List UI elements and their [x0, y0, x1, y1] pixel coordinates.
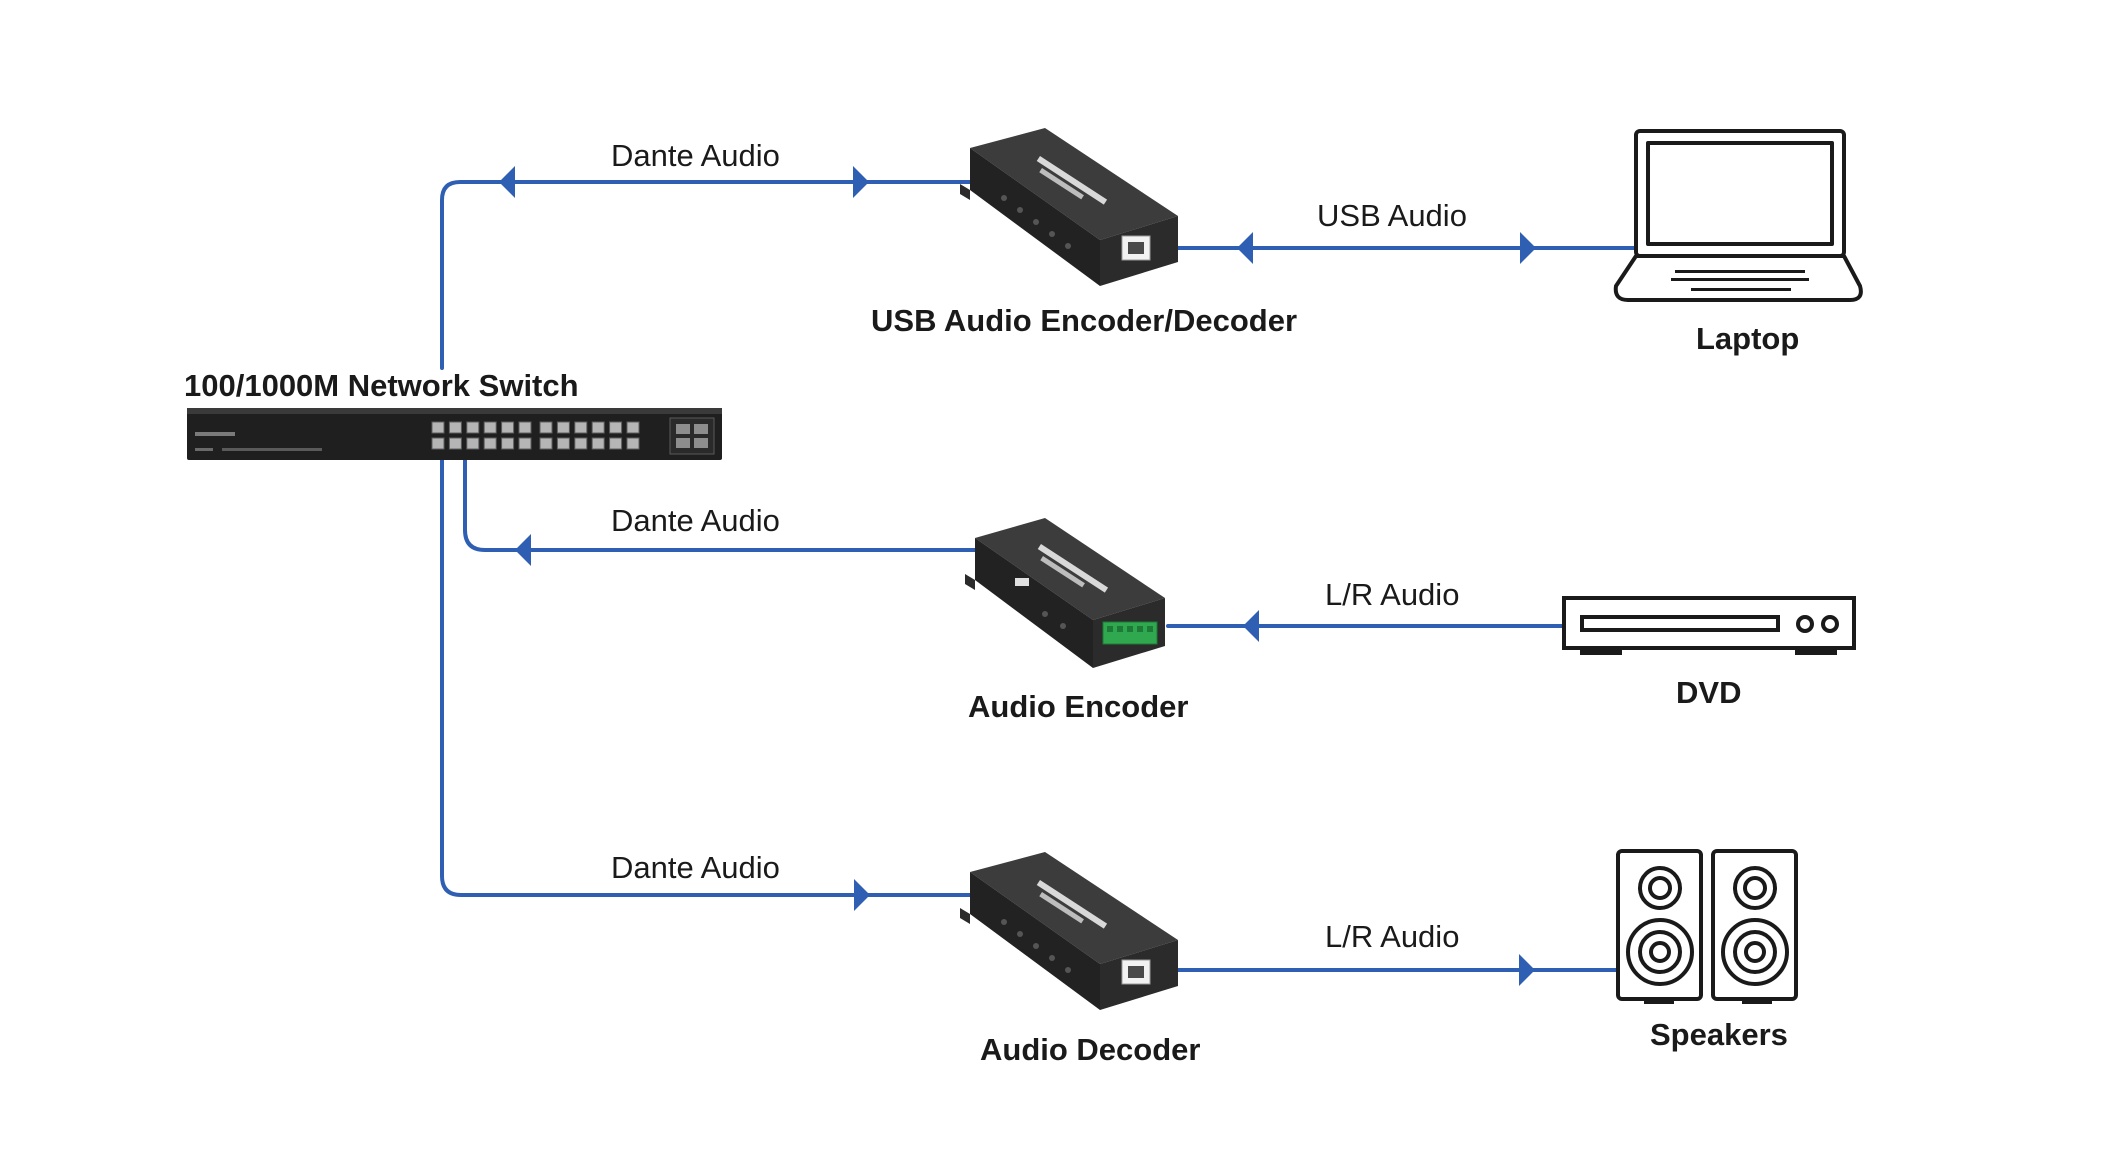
laptop-icon — [1613, 129, 1863, 302]
link-label-decoder-to-speakers: L/R Audio — [1325, 919, 1459, 954]
arrow-left-to-switch-middle — [515, 534, 531, 566]
switch-port — [483, 437, 497, 450]
switch-port — [574, 421, 588, 434]
laptop-label: Laptop — [1696, 321, 1799, 356]
arrow-right-to-speakers — [1519, 954, 1535, 986]
switch-port — [539, 437, 553, 450]
switch-port — [431, 421, 445, 434]
switch-port — [591, 437, 605, 450]
encoder-device-icon — [965, 518, 1165, 668]
encoder-label: Audio Encoder — [968, 689, 1188, 724]
switch-port — [466, 421, 480, 434]
wire-switch-to-usb-codec — [440, 180, 982, 370]
link-label-switch-to-decoder: Dante Audio — [611, 850, 780, 885]
arrow-right-to-usb-codec — [853, 166, 869, 198]
switch-port — [556, 421, 570, 434]
arrow-left-to-usb-codec — [1237, 232, 1253, 264]
switch-port — [501, 437, 515, 450]
switch-port — [591, 421, 605, 434]
switch-ports — [431, 421, 640, 450]
wire-switch-to-encoder — [463, 458, 982, 552]
switch-port — [501, 421, 515, 434]
switch-label: 100/1000M Network Switch — [184, 368, 579, 403]
switch-port — [448, 421, 462, 434]
arrowheads — [499, 166, 1536, 986]
dvd-label: DVD — [1676, 675, 1741, 710]
switch-port — [431, 437, 445, 450]
decoder-label: Audio Decoder — [980, 1032, 1200, 1067]
switch-port — [574, 437, 588, 450]
network-switch-icon — [187, 408, 722, 460]
arrow-left-to-switch-top — [499, 166, 515, 198]
switch-port — [539, 421, 553, 434]
speakers-label: Speakers — [1650, 1017, 1788, 1052]
dvd-player-icon — [1562, 596, 1856, 655]
link-label-switch-to-encoder: Dante Audio — [611, 503, 780, 538]
switch-port — [626, 437, 640, 450]
switch-port — [556, 437, 570, 450]
switch-port — [466, 437, 480, 450]
switch-port — [448, 437, 462, 450]
speakers-icon — [1616, 849, 1798, 1004]
switch-port — [483, 421, 497, 434]
usb-codec-device-icon — [960, 128, 1178, 286]
arrow-right-to-laptop — [1520, 232, 1536, 264]
switch-port — [626, 421, 640, 434]
usb-codec-label: USB Audio Encoder/Decoder — [871, 303, 1297, 338]
arrow-left-to-encoder — [1243, 610, 1259, 642]
link-label-usb-codec-to-laptop: USB Audio — [1317, 198, 1467, 233]
switch-port — [609, 421, 623, 434]
decoder-device-icon — [960, 852, 1178, 1010]
switch-port — [518, 421, 532, 434]
arrow-right-to-decoder — [854, 879, 870, 911]
switch-port — [518, 437, 532, 450]
link-label-switch-to-usb-codec: Dante Audio — [611, 138, 780, 173]
link-label-dvd-to-encoder: L/R Audio — [1325, 577, 1459, 612]
wire-switch-to-decoder — [440, 458, 982, 897]
switch-port — [609, 437, 623, 450]
